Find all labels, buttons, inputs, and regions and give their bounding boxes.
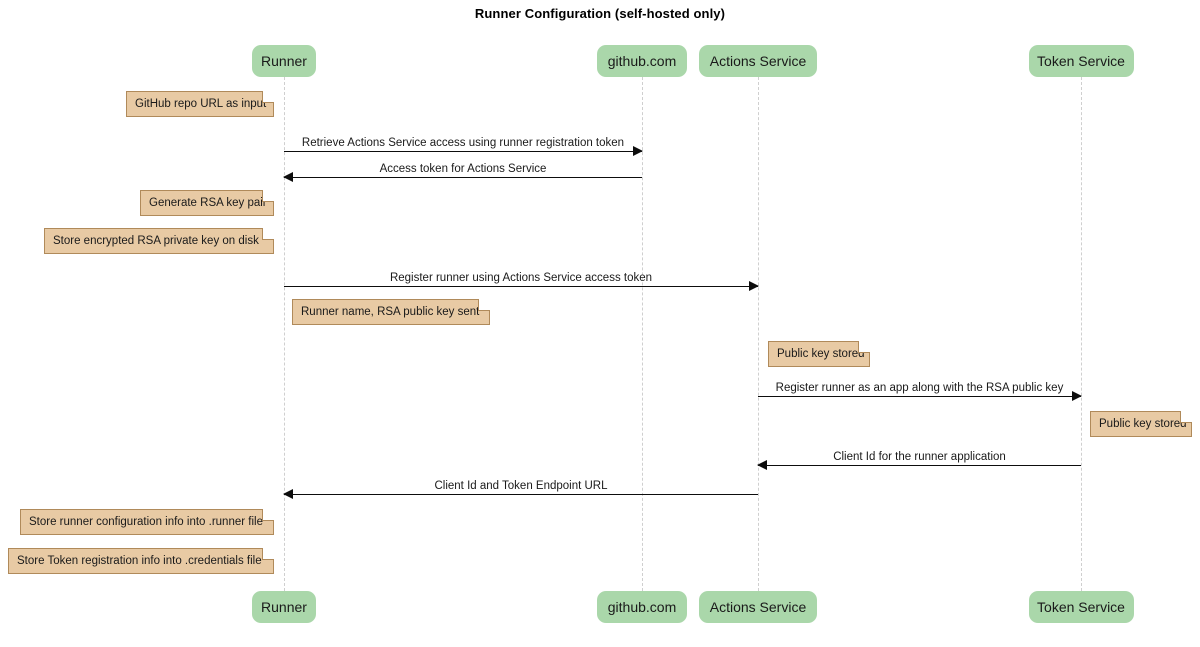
message-label: Register runner using Actions Service ac… (389, 272, 653, 284)
note-fold-corner-icon (262, 190, 274, 202)
message-label: Client Id for the runner application (833, 451, 1006, 463)
lifeline-github (642, 77, 643, 591)
note-text: Store Token registration info into .cred… (17, 555, 262, 567)
arrow-head-icon (757, 460, 767, 470)
message-label: Register runner as an app along with the… (775, 382, 1064, 394)
msg-retrieve-access[interactable]: Retrieve Actions Service access using ru… (284, 137, 643, 156)
note-runner-name[interactable]: Runner name, RSA public key sent (292, 299, 490, 325)
message-label: Access token for Actions Service (379, 163, 547, 175)
msg-client-id[interactable]: Client Id for the runner application (757, 451, 1081, 470)
note-fold-corner-icon (262, 509, 274, 521)
note-pubkey-actions[interactable]: Public key stored (768, 341, 870, 367)
message-line (758, 465, 1081, 466)
arrow-head-icon (749, 281, 759, 291)
participant-token-top[interactable]: Token Service (1028, 45, 1134, 77)
arrow-head-icon (283, 489, 293, 499)
note-text: Public key stored (1099, 418, 1187, 430)
participant-label: Token Service (1037, 599, 1125, 615)
note-store-runner[interactable]: Store runner configuration info into .ru… (20, 509, 274, 535)
note-generate-rsa[interactable]: Generate RSA key pair (140, 190, 274, 216)
msg-access-token[interactable]: Access token for Actions Service (283, 163, 642, 182)
participant-label: Runner (261, 53, 307, 69)
note-fold-corner-icon (478, 299, 490, 311)
note-pubkey-token[interactable]: Public key stored (1090, 411, 1192, 437)
note-text: Store encrypted RSA private key on disk (53, 235, 259, 247)
message-line (284, 494, 758, 495)
note-text: Store runner configuration info into .ru… (29, 516, 263, 528)
participant-label: Actions Service (709, 599, 807, 615)
note-text: Runner name, RSA public key sent (301, 306, 480, 318)
message-line (758, 396, 1081, 397)
lifeline-actions (758, 77, 759, 591)
note-fold-corner-icon (1180, 411, 1192, 423)
participant-github-top[interactable]: github.com (597, 45, 687, 77)
participant-runner-top[interactable]: Runner (252, 45, 316, 77)
msg-register-app[interactable]: Register runner as an app along with the… (758, 382, 1082, 401)
arrow-head-icon (1072, 391, 1082, 401)
arrow-head-icon (633, 146, 643, 156)
message-label: Retrieve Actions Service access using ru… (301, 137, 625, 149)
note-fold-corner-icon (262, 548, 274, 560)
note-store-private[interactable]: Store encrypted RSA private key on disk (44, 228, 274, 254)
note-fold-corner-icon (262, 228, 274, 240)
note-fold-corner-icon (858, 341, 870, 353)
note-store-creds[interactable]: Store Token registration info into .cred… (8, 548, 274, 574)
message-line (284, 177, 642, 178)
participant-label: Actions Service (709, 53, 807, 69)
participant-token-bottom[interactable]: Token Service (1028, 591, 1134, 623)
msg-register-runner[interactable]: Register runner using Actions Service ac… (284, 272, 759, 291)
participant-label: Runner (261, 599, 307, 615)
note-fold-corner-icon (262, 91, 274, 103)
message-line (284, 286, 758, 287)
msg-client-id-endpoint[interactable]: Client Id and Token Endpoint URL (283, 480, 758, 499)
lifeline-runner (284, 77, 285, 591)
message-line (284, 151, 642, 152)
note-repo-url[interactable]: GitHub repo URL as input (126, 91, 274, 117)
participant-label: Token Service (1037, 53, 1125, 69)
message-label: Client Id and Token Endpoint URL (434, 480, 608, 492)
note-text: GitHub repo URL as input (135, 98, 267, 110)
participant-label: github.com (607, 53, 677, 69)
page-title: Runner Configuration (self-hosted only) (474, 6, 726, 21)
participant-label: github.com (607, 599, 677, 615)
arrow-head-icon (283, 172, 293, 182)
note-text: Generate RSA key pair (149, 197, 267, 209)
participant-actions-top[interactable]: Actions Service (699, 45, 817, 77)
note-text: Public key stored (777, 348, 865, 360)
participant-runner-bottom[interactable]: Runner (252, 591, 316, 623)
participant-github-bottom[interactable]: github.com (597, 591, 687, 623)
lifeline-token (1081, 77, 1082, 591)
participant-actions-bottom[interactable]: Actions Service (699, 591, 817, 623)
